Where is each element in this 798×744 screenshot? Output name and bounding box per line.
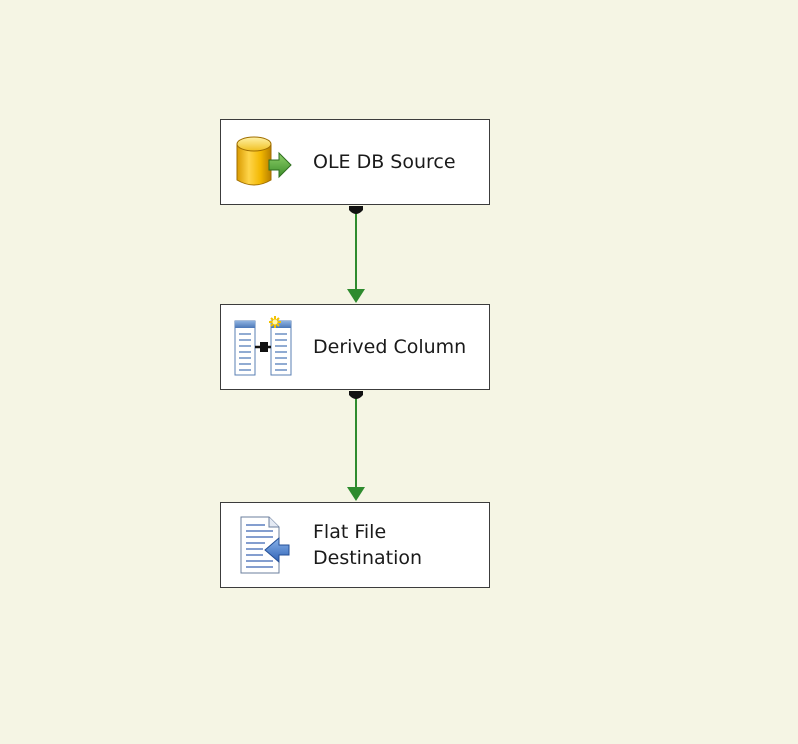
component-label: Flat File Destination	[313, 519, 422, 571]
data-flow-path-derived-to-destination[interactable]	[347, 391, 365, 501]
flat-file-destination-icon	[231, 513, 297, 577]
database-source-icon	[231, 130, 297, 194]
component-label-line: OLE DB Source	[313, 151, 456, 173]
derived-column-icon	[231, 315, 297, 379]
component-label-line: Flat File	[313, 521, 387, 543]
data-flow-path-source-to-derived[interactable]	[347, 206, 365, 303]
flat-file-destination-component[interactable]: Flat File Destination	[220, 502, 490, 588]
component-label: OLE DB Source	[313, 149, 456, 175]
component-label: Derived Column	[313, 334, 466, 360]
component-label-line: Destination	[313, 547, 423, 569]
ole-db-source-component[interactable]: OLE DB Source	[220, 119, 490, 205]
derived-column-component[interactable]: Derived Column	[220, 304, 490, 390]
component-label-line: Derived Column	[313, 336, 467, 358]
